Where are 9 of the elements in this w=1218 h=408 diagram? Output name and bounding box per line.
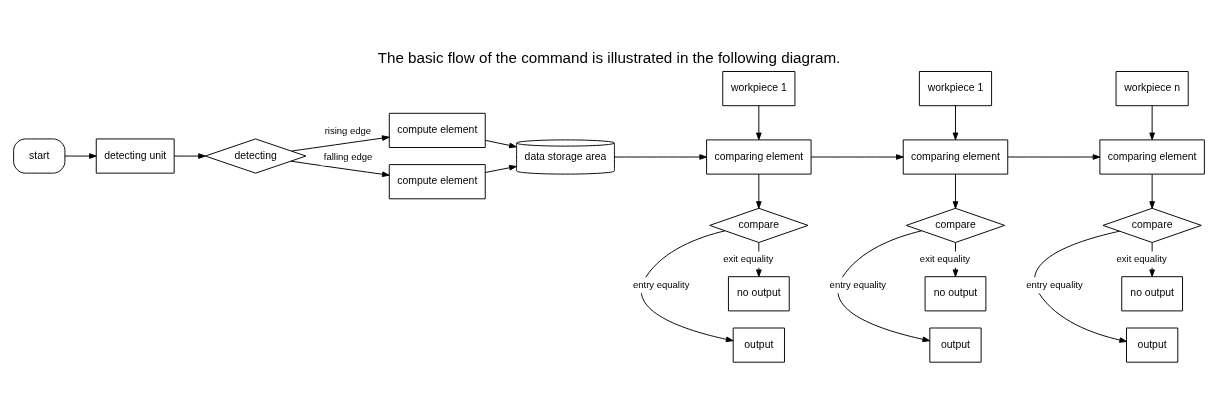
edge-label: rising edge — [324, 124, 372, 136]
edge-label: exit equality — [919, 252, 971, 264]
edge-label: entry equality — [632, 278, 690, 290]
edge-label: entry equality — [1026, 278, 1083, 290]
edge-label: entry equality — [829, 278, 887, 290]
edge-label: exit equality — [1116, 252, 1167, 264]
edge-label: exit equality — [723, 252, 774, 264]
edge-label: falling edge — [323, 150, 373, 162]
diagram-title: The basic flow of the command is illustrated in the following diagram. — [377, 48, 841, 66]
